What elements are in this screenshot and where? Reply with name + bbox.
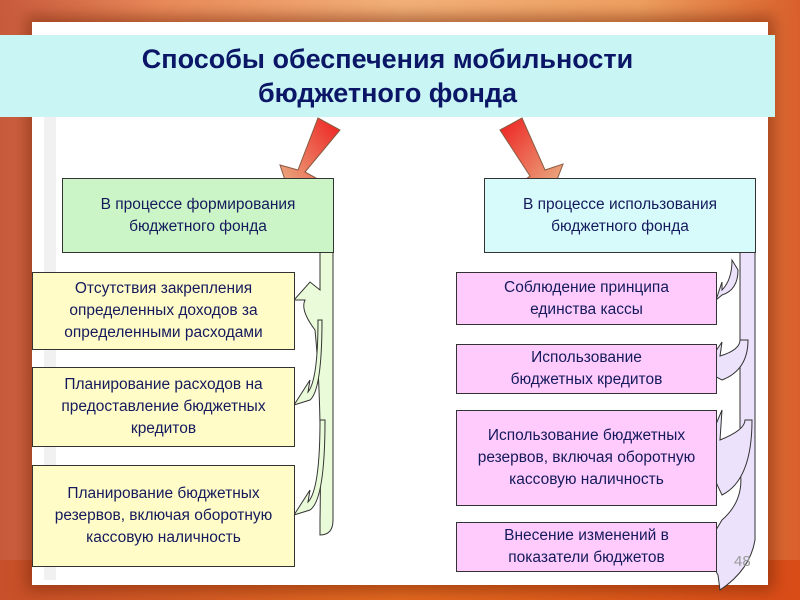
- left-header-text: В процессе формирования бюджетного фонда: [100, 195, 296, 235]
- page-number: 48: [734, 553, 751, 570]
- left-item-box: Планирование расходов на предоставление …: [32, 367, 295, 447]
- right-item-text: Внесение изменений в показатели бюджетов: [504, 527, 669, 566]
- right-item-text: Соблюдение принципа единства кассы: [504, 278, 669, 318]
- left-header-box: В процессе формирования бюджетного фонда: [62, 178, 334, 253]
- right-item-box: Внесение изменений в показатели бюджетов: [456, 522, 717, 572]
- slide-title: Способы обеспечения мобильности бюджетно…: [0, 35, 775, 117]
- right-item-text: Использование бюджетных кредитов: [510, 349, 663, 388]
- right-header-text: В процессе использования бюджетного фонд…: [522, 195, 718, 235]
- right-item-text: Использование бюджетных резервов, включа…: [477, 427, 696, 488]
- title-line-1: Способы обеспечения мобильности: [141, 44, 634, 74]
- left-item-text: Планирование расходов на предоставление …: [61, 376, 266, 437]
- title-line-2: бюджетного фонда: [257, 78, 518, 108]
- right-item-box: Использование бюджетных кредитов: [456, 344, 717, 394]
- right-item-box: Использование бюджетных резервов, включа…: [456, 410, 717, 506]
- left-item-text: Планирование бюджетных резервов, включая…: [54, 485, 273, 546]
- right-header-box: В процессе использования бюджетного фонд…: [484, 178, 756, 253]
- left-item-text: Отсутствия закрепления определенных дохо…: [64, 280, 263, 341]
- right-item-box: Соблюдение принципа единства кассы: [456, 272, 717, 325]
- left-item-box: Отсутствия закрепления определенных дохо…: [32, 272, 295, 350]
- left-item-box: Планирование бюджетных резервов, включая…: [32, 465, 295, 567]
- left-curved-arrows: [292, 251, 334, 536]
